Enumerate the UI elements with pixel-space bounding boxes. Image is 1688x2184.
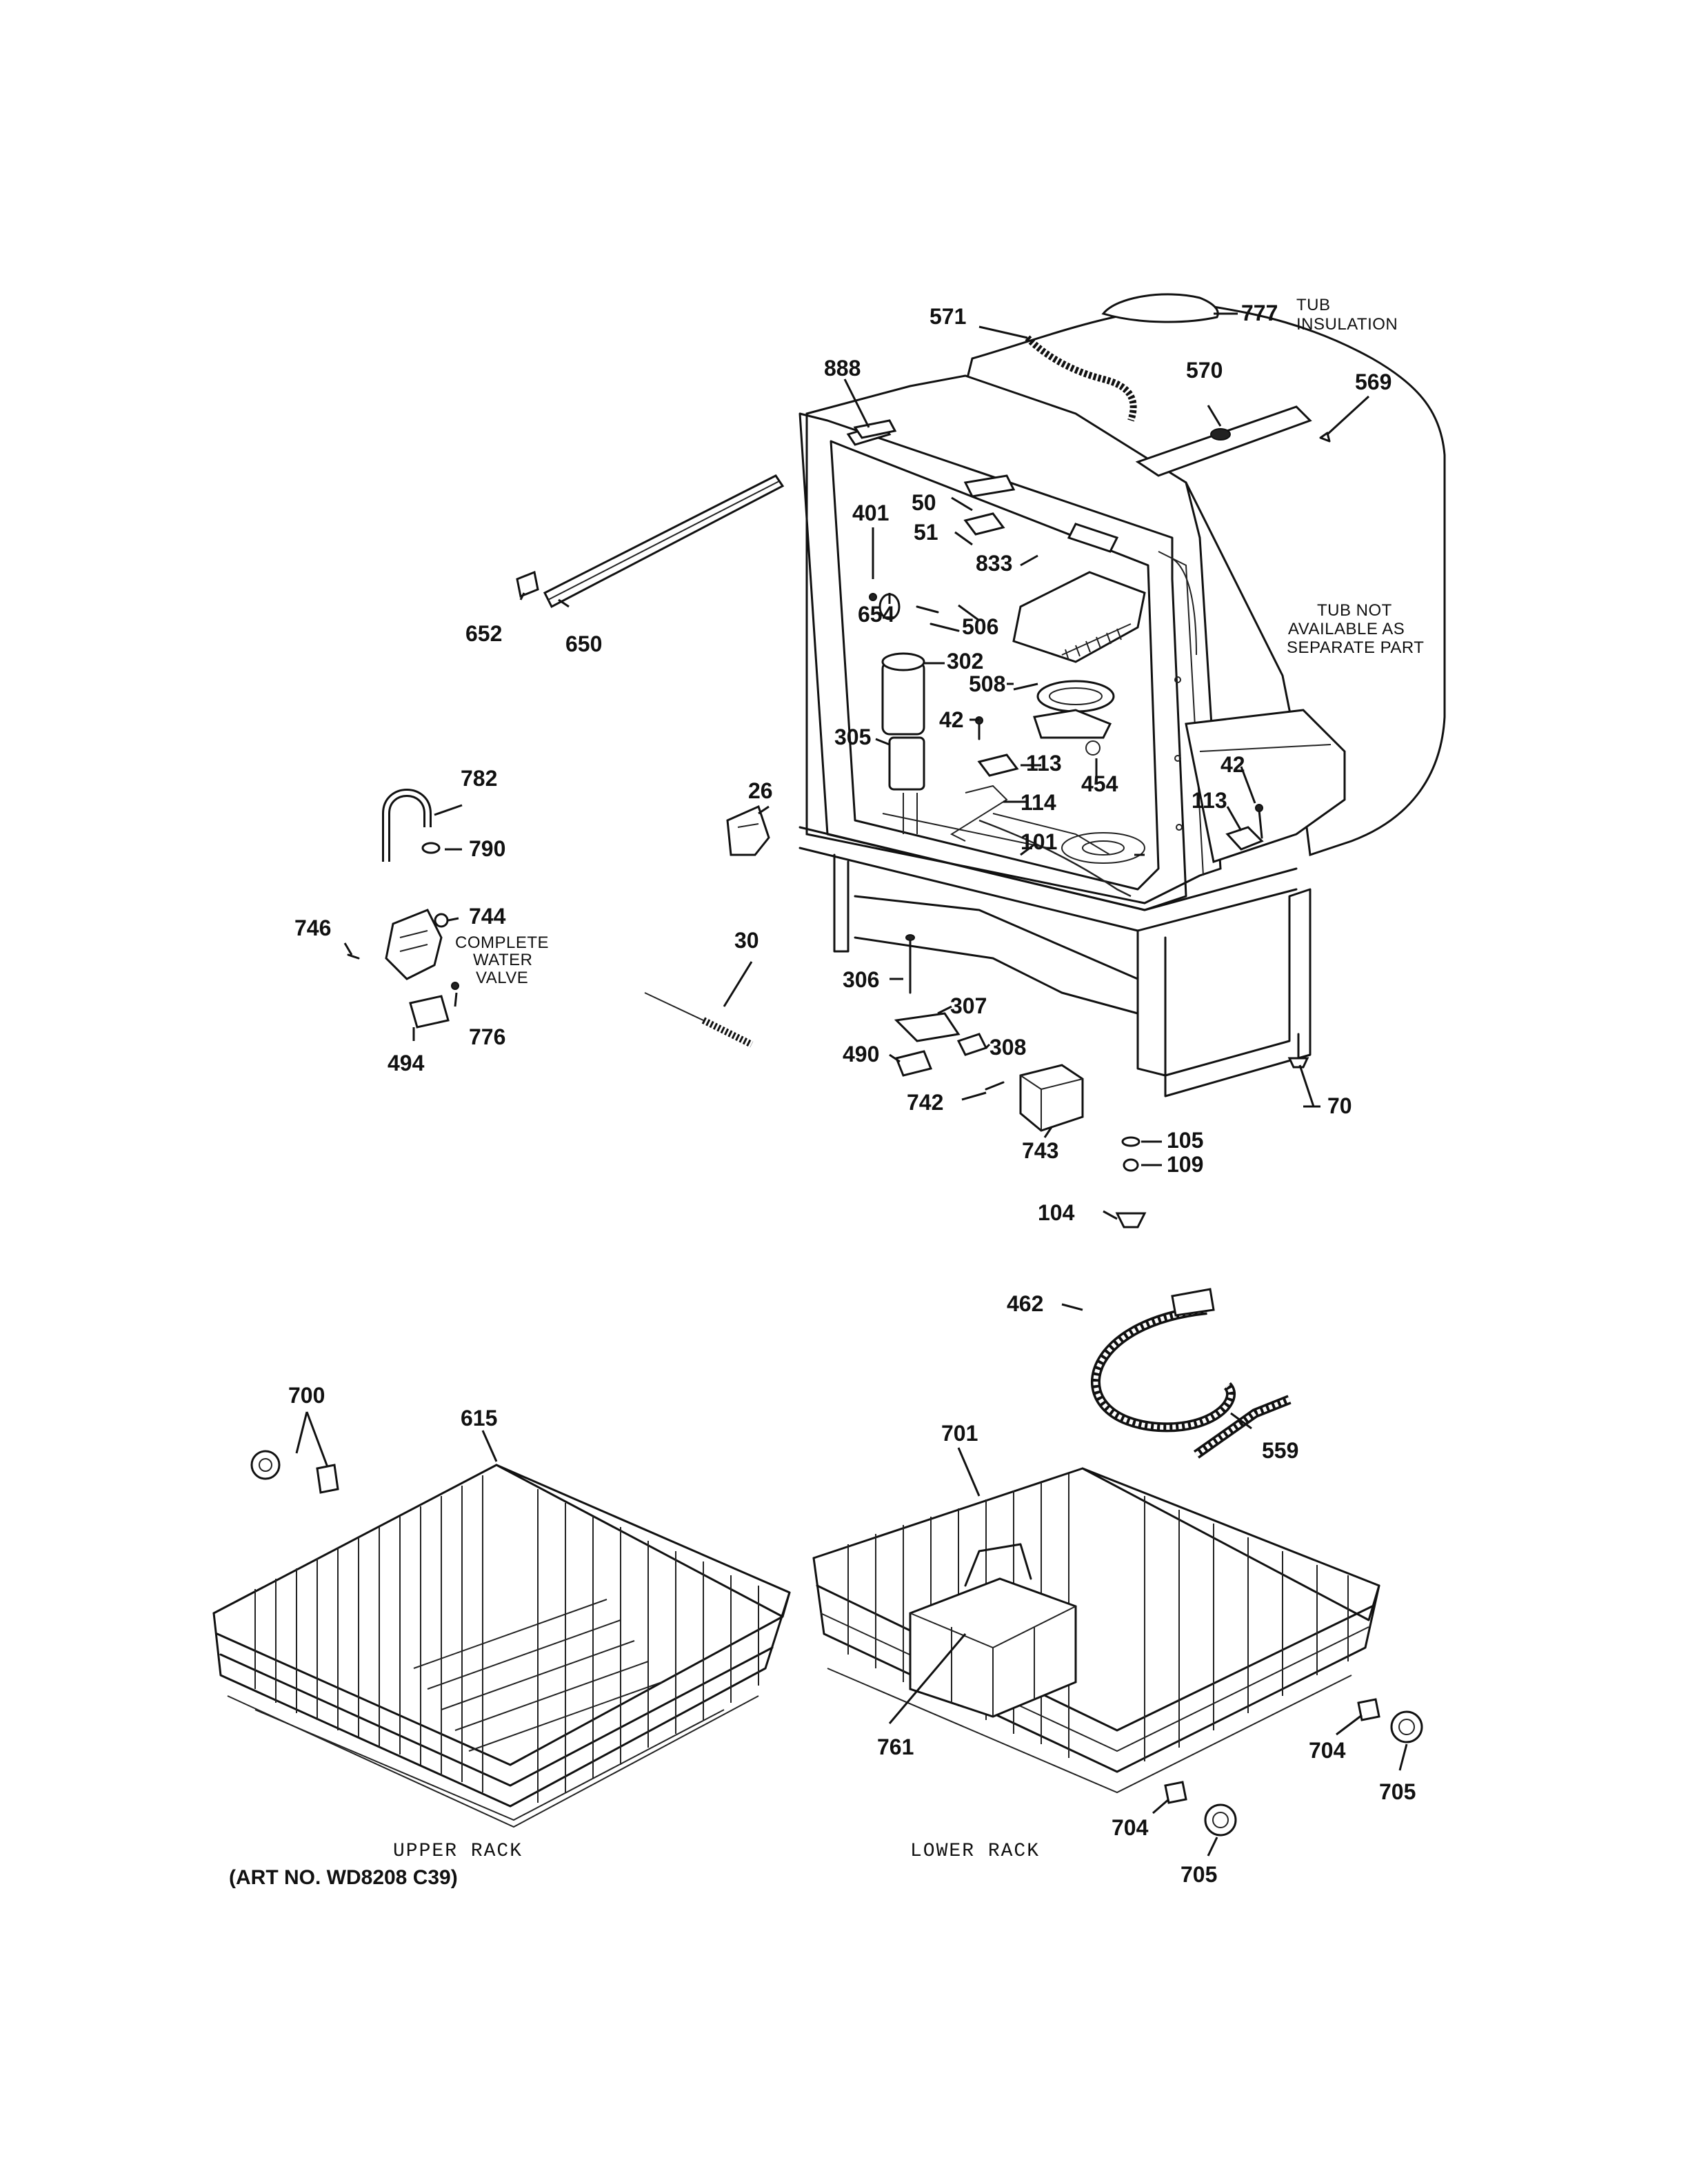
art-number: (ART NO. WD8208 C39) (229, 1866, 458, 1889)
callout-704: 704 (1112, 1815, 1149, 1840)
tub-assembly (798, 293, 1446, 1098)
callout-615: 615 (461, 1406, 497, 1430)
callout-704: 704 (1309, 1738, 1346, 1763)
callout-705: 705 (1180, 1862, 1217, 1887)
callout-761: 761 (877, 1735, 914, 1759)
callout-569: 569 (1355, 370, 1391, 394)
loose-parts (250, 474, 1309, 1494)
callout-776: 776 (469, 1024, 505, 1049)
callout-labels: 571 777 888 570 569 50 401 51 833 654 50… (288, 301, 1416, 1887)
callout-462: 462 (1007, 1291, 1043, 1316)
callout-30: 30 (734, 928, 759, 953)
note-water-valve-line1: COMPLETE (455, 933, 549, 952)
callout-559: 559 (1262, 1438, 1298, 1463)
callout-307: 307 (950, 993, 987, 1018)
note-water-valve-line2: WATER (473, 951, 533, 969)
note-tub-not-available-line2: AVAILABLE AS (1288, 620, 1405, 638)
callout-105: 105 (1167, 1128, 1203, 1153)
note-tub-not-available-line3: SEPARATE PART (1287, 638, 1424, 657)
callout-742: 742 (907, 1090, 943, 1115)
callout-104: 104 (1038, 1200, 1075, 1225)
caption-upper-rack: UPPER RACK (393, 1841, 523, 1862)
callout-26: 26 (748, 778, 773, 803)
callout-490: 490 (843, 1042, 879, 1066)
callout-101: 101 (1021, 829, 1057, 854)
upper-rack (212, 1464, 791, 1828)
caption-lower-rack: LOWER RACK (910, 1841, 1040, 1862)
callout-570: 570 (1186, 358, 1223, 383)
callout-494: 494 (388, 1051, 425, 1075)
callout-777: 777 (1241, 301, 1278, 325)
callout-305: 305 (834, 725, 871, 749)
callout-308: 308 (989, 1035, 1026, 1060)
callout-454: 454 (1081, 771, 1118, 796)
label-dashes (938, 312, 1320, 1166)
callout-51: 51 (914, 520, 938, 545)
callout-744: 744 (469, 904, 506, 929)
note-water-valve-line3: VALVE (476, 969, 528, 987)
callout-650: 650 (565, 631, 602, 656)
callout-302: 302 (947, 649, 983, 674)
callout-790: 790 (469, 836, 505, 861)
callout-506: 506 (962, 614, 998, 639)
callout-70: 70 (1327, 1093, 1352, 1118)
callout-701: 701 (941, 1421, 978, 1446)
note-tub-not-available-line1: TUB NOT (1317, 601, 1392, 620)
callout-746: 746 (294, 916, 331, 940)
callout-700: 700 (288, 1383, 325, 1408)
leader-lines (295, 312, 1408, 1857)
callout-743: 743 (1022, 1138, 1058, 1163)
callout-401: 401 (852, 501, 889, 525)
callout-571: 571 (930, 304, 966, 329)
callout-114: 114 (1021, 790, 1056, 815)
callout-833: 833 (976, 551, 1012, 576)
note-tub-insulation-line2: INSULATION (1296, 315, 1398, 334)
captions: UPPER RACK LOWER RACK (ART NO. WD8208 C3… (229, 1841, 1040, 1889)
callout-113: 113 (1026, 751, 1062, 776)
callout-654: 654 (858, 602, 895, 627)
callout-113: 113 (1192, 788, 1227, 813)
callout-652: 652 (465, 621, 502, 646)
lower-rack (812, 1467, 1423, 1837)
callout-782: 782 (461, 766, 497, 791)
callout-50: 50 (912, 490, 936, 515)
callout-109: 109 (1167, 1152, 1203, 1177)
callout-42: 42 (1220, 752, 1245, 777)
callout-508: 508 (969, 671, 1005, 696)
notes: TUB INSULATION TUB NOT AVAILABLE AS SEPA… (455, 296, 1424, 987)
callout-306: 306 (843, 967, 879, 992)
callout-42: 42 (939, 707, 964, 732)
callout-888: 888 (824, 356, 861, 381)
note-tub-insulation-line1: TUB (1296, 296, 1331, 314)
callout-705: 705 (1379, 1779, 1416, 1804)
